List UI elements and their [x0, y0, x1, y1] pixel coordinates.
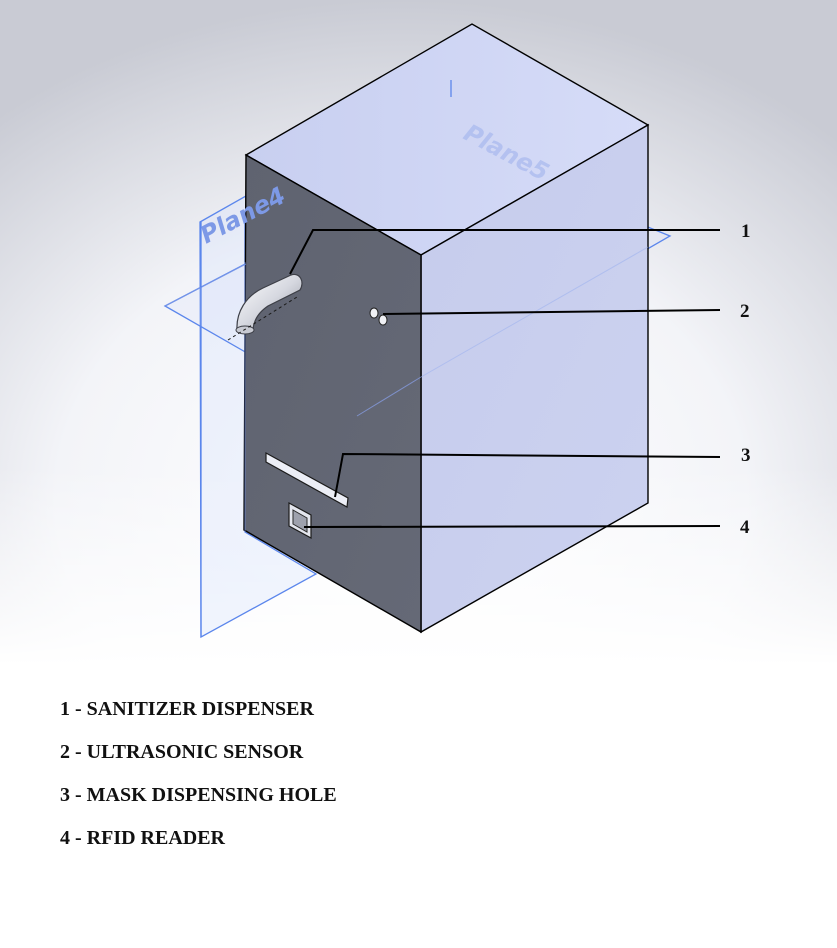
cad-viewport: Plane4 Plane5 1 2 3 4: [0, 0, 837, 665]
legend-item-mask-dispensing-hole: 3 - MASK DISPENSING HOLE: [60, 784, 337, 806]
callout-1-number: 1: [741, 221, 751, 242]
callout-3-leader: [334, 452, 721, 498]
callout-3-number: 3: [741, 445, 751, 466]
mask-dispensing-hole[interactable]: [265, 451, 349, 508]
callout-4-number: 4: [740, 517, 750, 538]
callout-1-leader: [289, 229, 720, 275]
legend-item-ultrasonic-sensor: 2 - ULTRASONIC SENSOR: [60, 741, 304, 763]
sanitizer-dispenser-nozzle[interactable]: [227, 273, 303, 341]
callout-2-leader: [382, 309, 721, 315]
legend-item-sanitizer-dispenser: 1 - SANITIZER DISPENSER: [60, 698, 314, 720]
callout-2-number: 2: [740, 301, 750, 322]
callout-4-leader: [303, 525, 721, 528]
component-legend: 1 - SANITIZER DISPENSER 2 - ULTRASONIC S…: [60, 696, 337, 868]
legend-item-rfid-reader: 4 - RFID READER: [60, 827, 225, 849]
ultrasonic-sensor[interactable]: [369, 307, 388, 326]
rfid-reader[interactable]: [288, 501, 312, 540]
